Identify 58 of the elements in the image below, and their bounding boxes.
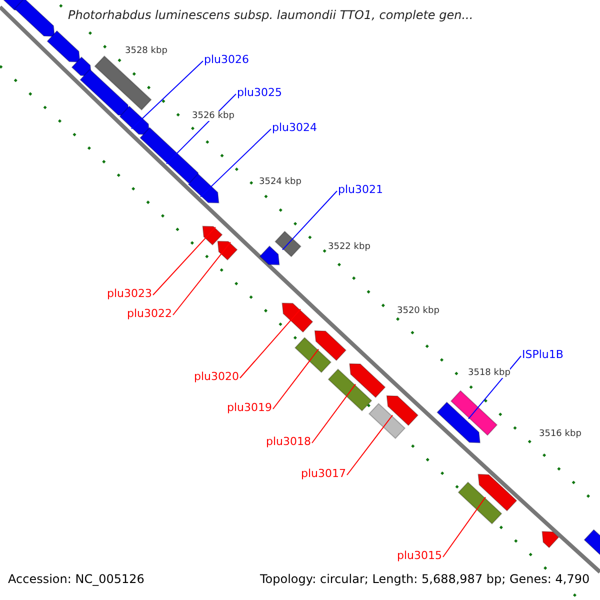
feature-bar: [94, 55, 152, 111]
leader-line: [240, 308, 301, 378]
gene-block: [386, 395, 419, 426]
leader-line: [200, 128, 272, 198]
scale-label: 3522 kbp: [328, 242, 370, 252]
gene-block: [259, 245, 280, 266]
scale-label: 3516 kbp: [539, 429, 582, 440]
gene-label: plu3020: [194, 371, 240, 384]
leader-line: [131, 60, 204, 130]
gene-label: plu3021: [338, 184, 384, 197]
feature-bar: [450, 390, 498, 436]
leader-line: [172, 242, 231, 316]
scale-label: 3528 kbp: [125, 46, 168, 56]
leader-line: [166, 94, 236, 164]
gene-block: [217, 240, 238, 261]
gene-block: [202, 226, 223, 246]
feature-bar: [458, 482, 502, 524]
gene-label: plu3026: [204, 54, 250, 67]
gene-label: plu3015: [397, 550, 442, 563]
gene-label: plu3022: [127, 308, 172, 321]
gene-label: plu3019: [227, 402, 272, 415]
gene-block: [349, 363, 386, 398]
genome-summary-text: Topology: circular; Length: 5,688,987 bp; Genes: 4,790: [260, 573, 590, 587]
gene-label: plu3018: [266, 436, 312, 449]
feature-bar: [368, 402, 406, 440]
title: Photorhabdus luminescens subsp. laumondii TTO1, complete gen...: [68, 9, 474, 23]
gene-block: [119, 106, 150, 136]
gene-block: [188, 173, 220, 204]
gene-block: [542, 530, 560, 548]
gene-label: plu3025: [237, 87, 282, 100]
gene-label: plu3023: [107, 288, 152, 301]
gene-block: [80, 68, 130, 116]
gene-block: [314, 330, 347, 362]
leader-line: [282, 190, 338, 250]
scale-label: 3524 kbp: [259, 177, 302, 188]
gene-label: plu3024: [272, 122, 318, 135]
feature-bar: [294, 336, 332, 374]
leader-line: [468, 356, 522, 420]
gene-block: [140, 126, 200, 184]
accession-text: Accession: NC_005126: [8, 573, 144, 587]
gene-label: plu3017: [301, 468, 346, 481]
gene-block: [478, 474, 518, 512]
gene-block: [46, 30, 80, 63]
feature-bar: [328, 368, 372, 412]
gene-label: ISPlu1B: [522, 349, 564, 362]
gene-block: [436, 402, 481, 444]
leader-line: [272, 348, 319, 410]
leader-line: [346, 414, 393, 476]
leader-line: [442, 496, 486, 558]
leader-line: [152, 226, 216, 296]
gene-block: [14, 0, 56, 37]
feature-bar: [274, 230, 302, 258]
scale-label: 3526 kbp: [192, 111, 234, 122]
gene-block: [584, 529, 600, 556]
scale-label: 3518 kbp: [468, 368, 510, 378]
gene-block: [282, 302, 314, 333]
scale-label: 3520 kbp: [397, 306, 440, 316]
leader-line: [312, 384, 356, 444]
